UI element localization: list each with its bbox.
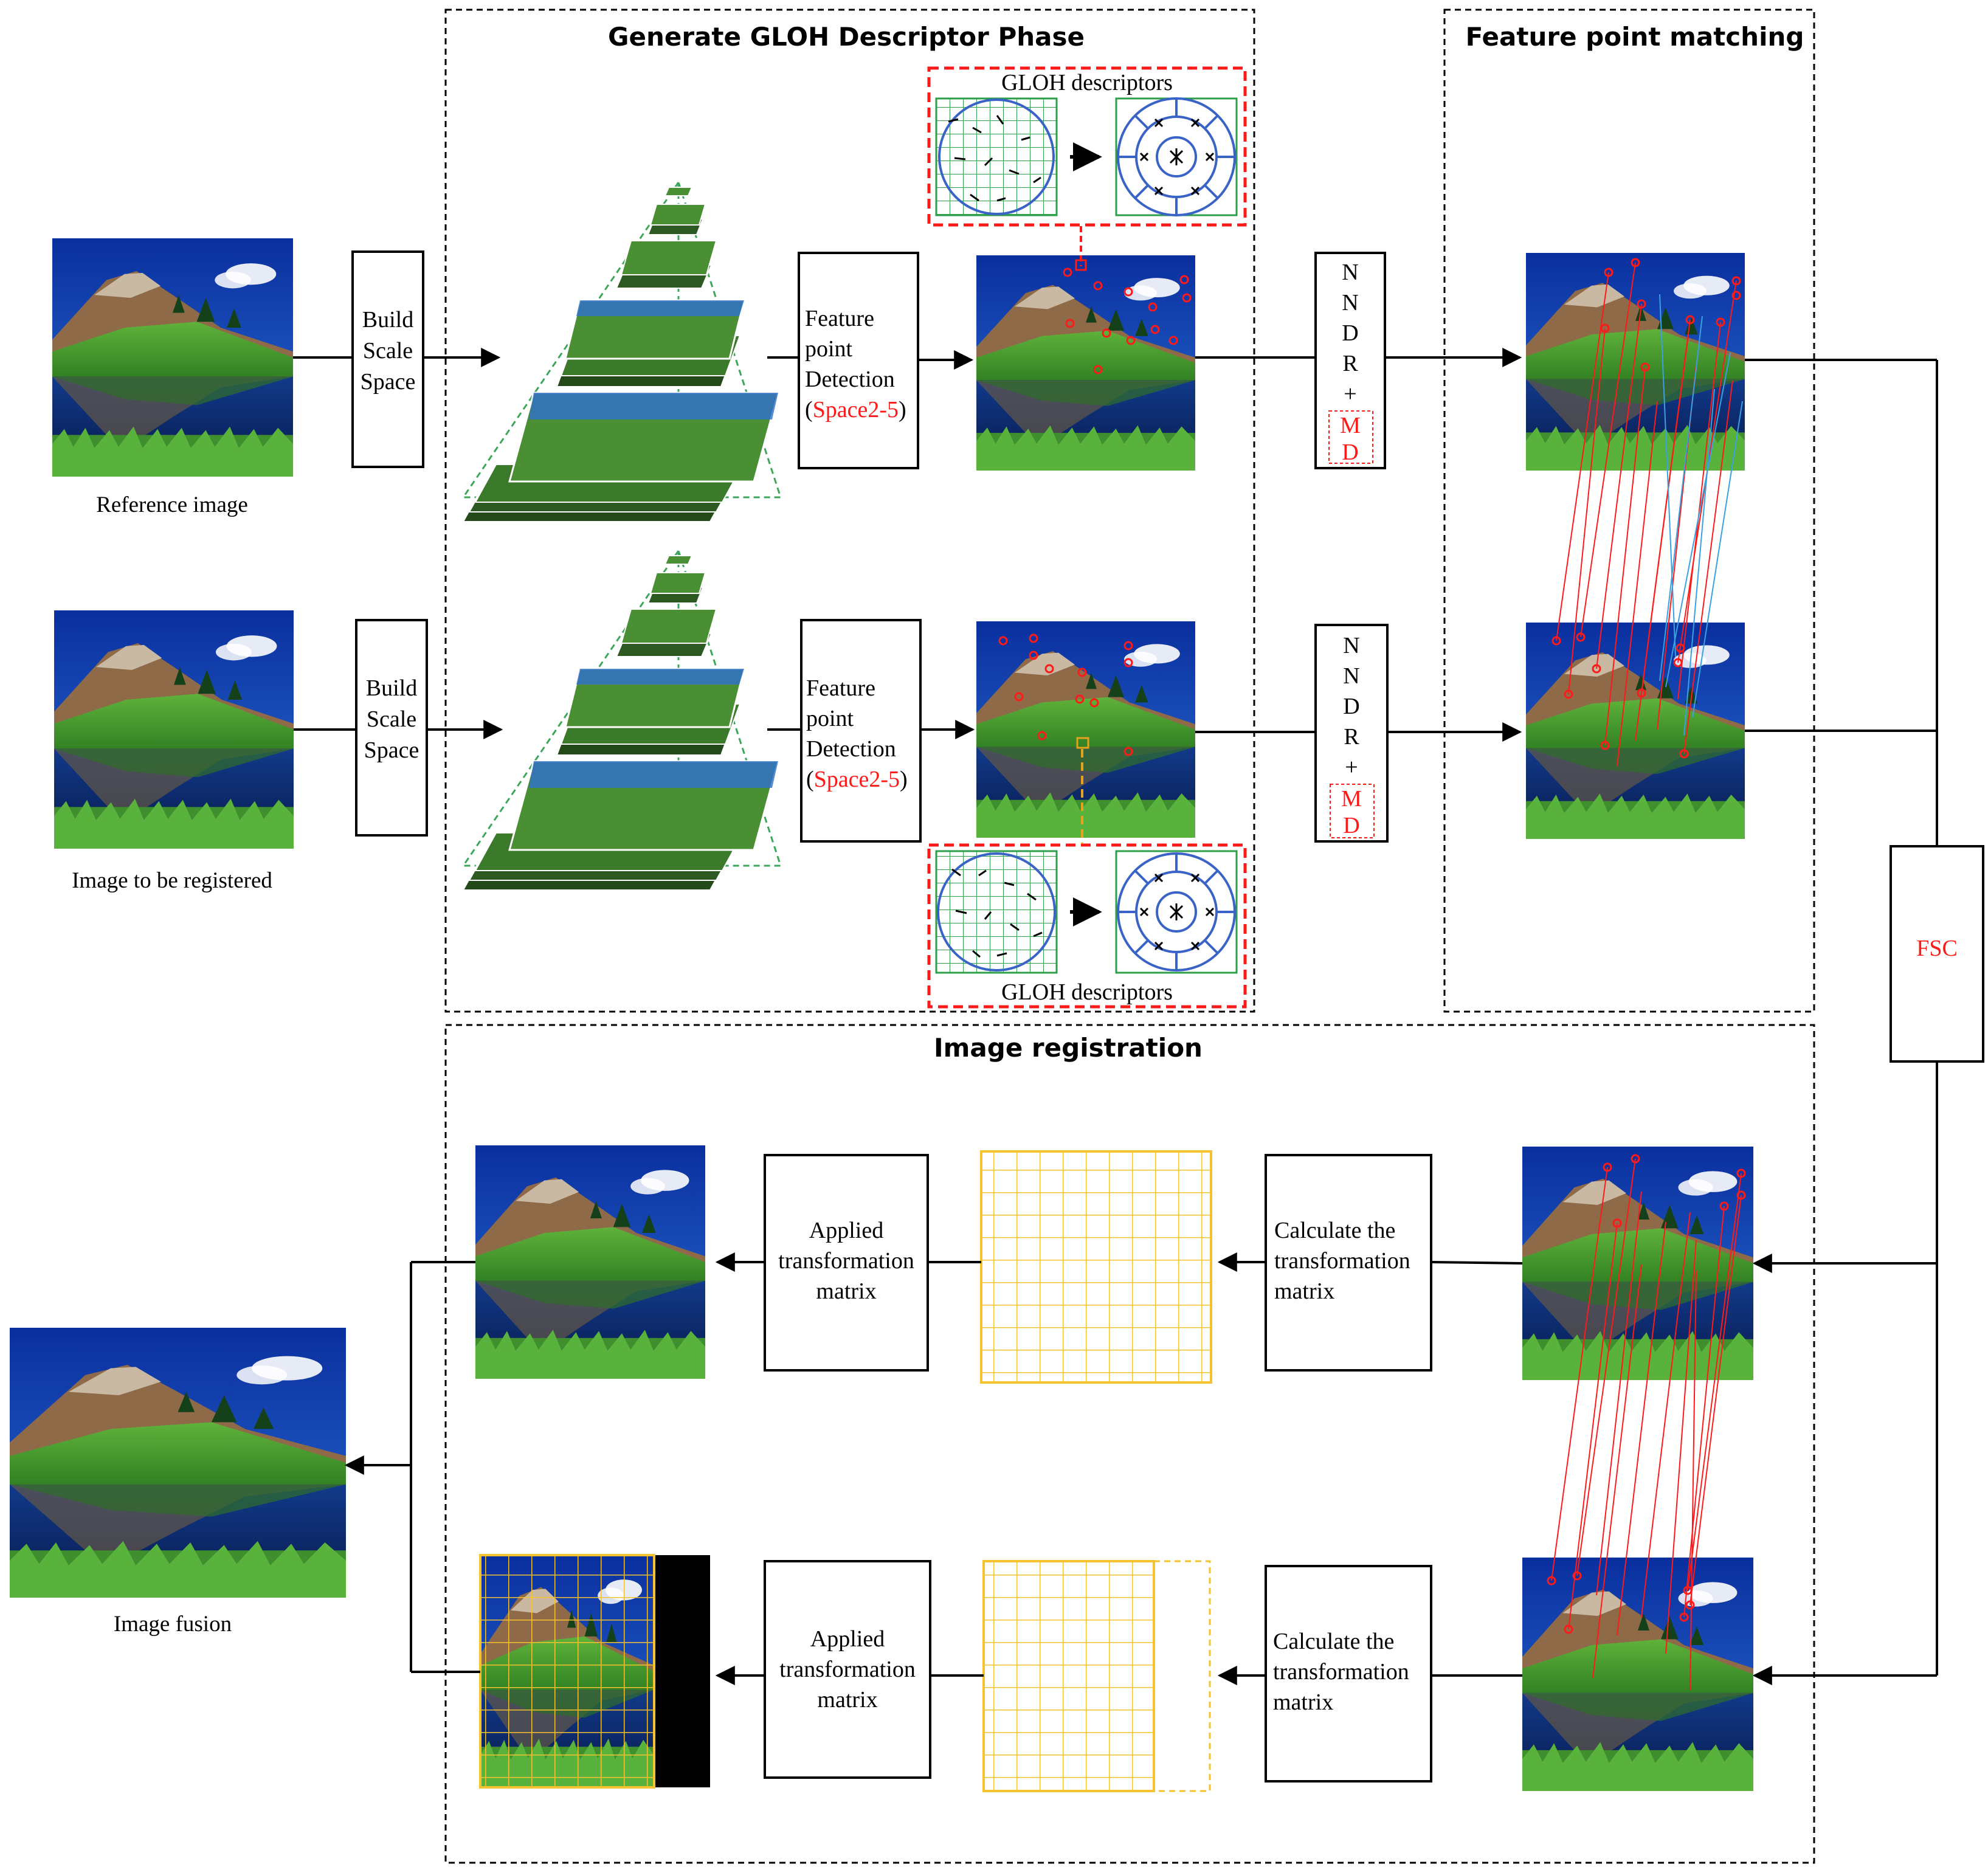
fsc-registered-image <box>1522 1558 1753 1791</box>
image-to-be-registered-caption: Image to be registered <box>72 868 272 893</box>
svg-text:matrix: matrix <box>817 1687 877 1713</box>
svg-text:(Space2-5): (Space2-5) <box>805 397 906 423</box>
matching-registered-image <box>1526 623 1745 839</box>
match-lines-top <box>1551 258 1743 767</box>
svg-text:M: M <box>1341 786 1362 812</box>
feature-detection-box-top: Feature point Detection (Space2-5) <box>798 252 919 469</box>
section-title-registration: Image registration <box>934 1033 1203 1063</box>
gloh-descriptor-callout-bottom: GLOH descriptors <box>927 843 1247 1009</box>
svg-text:D: D <box>1342 440 1358 465</box>
svg-text:N: N <box>1343 663 1359 689</box>
match-lines-bottom <box>1547 1154 1746 1691</box>
applied-matrix-box-bottom: Applied transformation matrix <box>764 1560 931 1779</box>
svg-text:+: + <box>1345 754 1358 780</box>
svg-text:D: D <box>1342 320 1358 346</box>
svg-text:Build: Build <box>362 307 413 333</box>
svg-text:R: R <box>1344 724 1359 750</box>
svg-text:transformation: transformation <box>778 1248 914 1274</box>
svg-text:transformation: transformation <box>1274 1248 1410 1274</box>
svg-text:transformation: transformation <box>779 1657 916 1682</box>
svg-text:transformation: transformation <box>1273 1659 1409 1685</box>
svg-text:FSC: FSC <box>1916 936 1958 961</box>
svg-text:Feature: Feature <box>805 306 874 331</box>
section-title-matching: Feature point matching <box>1466 22 1804 52</box>
generate-phase-frame <box>444 9 1255 1013</box>
calculate-matrix-box-bottom: Calculate the transformation matrix <box>1265 1565 1432 1782</box>
svg-text:N: N <box>1342 290 1358 316</box>
svg-text:Space: Space <box>364 737 419 763</box>
reference-image <box>52 238 293 477</box>
svg-text:M: M <box>1340 413 1361 438</box>
svg-text:Applied: Applied <box>809 1218 883 1243</box>
transformed-registered-image <box>479 1554 710 1789</box>
svg-text:Feature: Feature <box>806 675 875 701</box>
svg-text:matrix: matrix <box>1273 1689 1333 1715</box>
svg-text:Build: Build <box>366 675 417 701</box>
svg-text:Space: Space <box>361 369 416 395</box>
svg-text:+: + <box>1344 381 1356 407</box>
transformation-grid-top <box>980 1150 1212 1384</box>
image-fusion <box>10 1328 346 1598</box>
applied-matrix-box-top: Applied transformation matrix <box>764 1154 929 1372</box>
calculate-matrix-box-top: Calculate the transformation matrix <box>1265 1154 1432 1372</box>
gloh-descriptor-callout-top: GLOH descriptors <box>927 66 1247 227</box>
svg-text:N: N <box>1342 260 1358 285</box>
svg-text:point: point <box>806 706 854 731</box>
svg-text:Calculate the: Calculate the <box>1273 1629 1394 1654</box>
svg-text:point: point <box>805 336 853 362</box>
reference-image-caption: Reference image <box>96 492 248 517</box>
matching-phase-frame <box>1443 9 1815 1013</box>
detected-registered-image <box>976 621 1195 838</box>
svg-text:Detection: Detection <box>805 367 895 392</box>
transformation-grid-bottom <box>982 1560 1211 1792</box>
image-to-be-registered <box>54 610 294 849</box>
nndr-md-box-top: N N D R + M D <box>1314 252 1386 469</box>
svg-text:D: D <box>1343 694 1359 719</box>
svg-text:Detection: Detection <box>806 736 896 762</box>
svg-text:GLOH descriptors: GLOH descriptors <box>1001 979 1173 1005</box>
scale-space-pyramid-bottom <box>461 548 782 891</box>
svg-text:Applied: Applied <box>810 1626 885 1652</box>
image-fusion-caption: Image fusion <box>114 1612 232 1637</box>
scale-space-pyramid-top <box>461 180 782 522</box>
section-title-generate: Generate GLOH Descriptor Phase <box>608 22 1085 52</box>
transformed-reference-image <box>475 1145 705 1379</box>
build-scale-space-box-top: Build Scale Space <box>351 250 424 468</box>
nndr-md-box-bottom: N N D R + M D <box>1314 624 1389 843</box>
svg-text:GLOH descriptors: GLOH descriptors <box>1001 70 1173 95</box>
feature-detection-box-bottom: Feature point Detection (Space2-5) <box>800 619 922 843</box>
svg-text:(Space2-5): (Space2-5) <box>806 767 908 792</box>
svg-text:matrix: matrix <box>816 1279 876 1304</box>
svg-text:Calculate the: Calculate the <box>1274 1218 1395 1243</box>
build-scale-space-box-bottom: Build Scale Space <box>355 619 428 837</box>
svg-text:D: D <box>1343 813 1359 838</box>
fsc-box: FSC <box>1890 845 1984 1063</box>
svg-text:Scale: Scale <box>363 338 413 364</box>
svg-text:N: N <box>1343 633 1359 658</box>
svg-text:Scale: Scale <box>367 706 416 732</box>
registration-phase-frame <box>444 1024 1815 1864</box>
svg-text:R: R <box>1342 351 1358 376</box>
detected-reference-image <box>976 255 1195 471</box>
svg-text:matrix: matrix <box>1274 1279 1334 1304</box>
